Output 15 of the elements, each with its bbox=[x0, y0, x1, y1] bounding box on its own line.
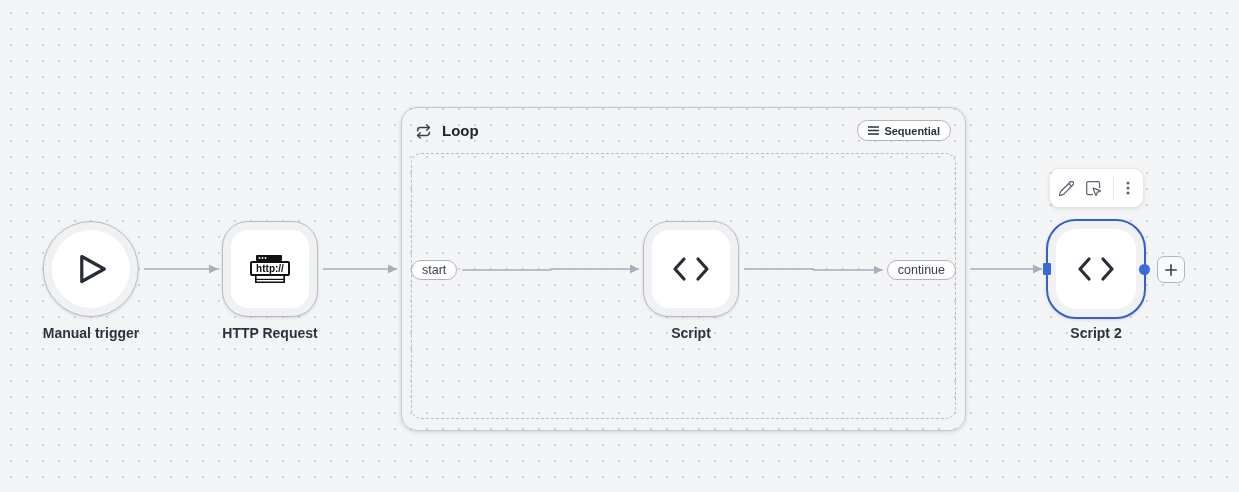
arrow bbox=[743, 265, 884, 275]
node-label: Script bbox=[671, 324, 711, 342]
loop-body-area bbox=[411, 153, 956, 419]
node-label: HTTP Request bbox=[222, 324, 318, 342]
port-tag: continue bbox=[886, 260, 956, 280]
loop-container bbox=[401, 107, 966, 431]
arrow bbox=[970, 264, 1043, 274]
arrow bbox=[322, 264, 398, 274]
node-label: Manual trigger bbox=[42, 324, 140, 342]
node-label: Script 2 bbox=[1070, 324, 1122, 342]
arrow bbox=[143, 264, 219, 274]
port-tag: start bbox=[411, 260, 458, 280]
arrow bbox=[461, 264, 640, 274]
loop-title: Loop bbox=[442, 121, 479, 141]
mode-button: Sequential bbox=[857, 120, 951, 141]
